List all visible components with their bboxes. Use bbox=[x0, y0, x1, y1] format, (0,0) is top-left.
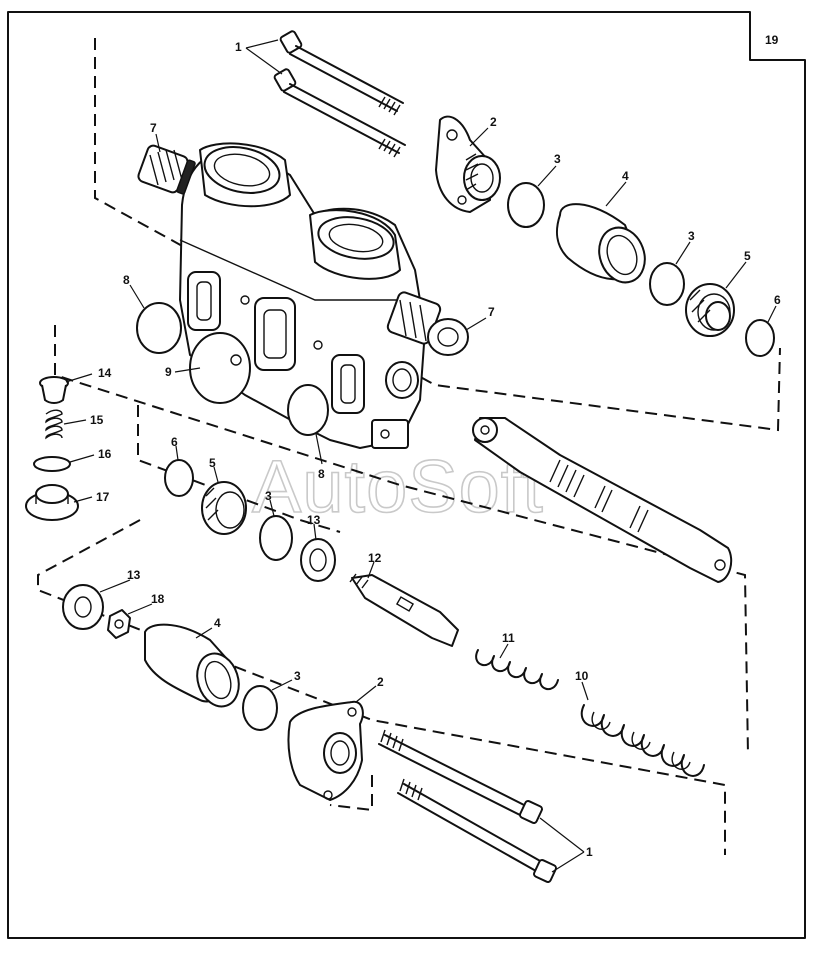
o-ring-6-mid bbox=[164, 459, 194, 497]
bolt-low-2 bbox=[397, 778, 557, 883]
fitting-5-top bbox=[685, 283, 735, 337]
o-ring-3-mid bbox=[259, 515, 293, 561]
o-ring-16 bbox=[33, 456, 71, 472]
cap-14 bbox=[39, 376, 69, 404]
flange-2-top bbox=[435, 115, 501, 213]
flange-2-low bbox=[287, 700, 364, 801]
o-ring-8-bottom bbox=[287, 384, 329, 436]
callout-8-bottom: 8 bbox=[318, 467, 325, 481]
bolt-top-1 bbox=[279, 30, 404, 116]
callout-3-a: 3 bbox=[554, 152, 561, 166]
washer-13-low bbox=[62, 584, 104, 630]
sheet-number: 19 bbox=[765, 33, 779, 47]
callout-12: 12 bbox=[368, 551, 382, 565]
leader-lines bbox=[63, 39, 777, 873]
callout-6-top: 6 bbox=[774, 293, 781, 307]
callout-18: 18 bbox=[151, 592, 165, 606]
callout-3-low: 3 bbox=[294, 669, 301, 683]
o-ring-6-top bbox=[745, 319, 775, 357]
o-ring-3-low bbox=[242, 685, 278, 731]
dashed-outline-upper bbox=[94, 38, 781, 432]
plug-7-right bbox=[386, 291, 469, 356]
callout-7-right: 7 bbox=[488, 305, 495, 319]
watermark: AutoSoft bbox=[252, 445, 544, 528]
callout-11: 11 bbox=[502, 631, 515, 645]
callout-13-low: 13 bbox=[127, 568, 141, 582]
callout-1-low: 1 bbox=[586, 845, 593, 859]
callout-1-top: 1 bbox=[235, 40, 242, 54]
o-ring-8-left bbox=[136, 302, 182, 354]
washer-13-mid bbox=[300, 538, 336, 582]
spring-15 bbox=[45, 409, 63, 440]
dashed-outline-middle bbox=[54, 325, 749, 756]
plug-17 bbox=[25, 484, 79, 521]
gasket-9-hole bbox=[230, 354, 242, 366]
callout-3-b: 3 bbox=[688, 229, 695, 243]
plug-7-left bbox=[137, 144, 196, 195]
bolt-low-1 bbox=[378, 729, 543, 824]
callout-3-mid: 3 bbox=[265, 489, 272, 503]
spring-11 bbox=[475, 649, 559, 691]
o-ring-3-second bbox=[649, 262, 685, 306]
fitting-5-mid bbox=[201, 481, 247, 535]
dashed-outline-bottom bbox=[329, 775, 373, 812]
callout-14: 14 bbox=[98, 366, 112, 380]
callout-13-mid: 13 bbox=[307, 513, 321, 527]
callout-7-left: 7 bbox=[150, 121, 157, 135]
callout-17: 17 bbox=[96, 490, 110, 504]
sleeve-4-low bbox=[144, 623, 240, 708]
callout-5-mid: 5 bbox=[209, 456, 216, 470]
o-ring-3-top bbox=[507, 182, 545, 228]
callout-4-low: 4 bbox=[214, 616, 221, 630]
callout-5-top: 5 bbox=[744, 249, 751, 263]
bolt-top-2 bbox=[273, 68, 406, 158]
spring-10 bbox=[580, 704, 705, 777]
callout-2-low: 2 bbox=[377, 675, 384, 689]
callout-4-top: 4 bbox=[622, 169, 629, 183]
gasket-9 bbox=[189, 332, 251, 404]
callout-10: 10 bbox=[575, 669, 589, 683]
stem-12 bbox=[349, 573, 459, 647]
nut-18 bbox=[107, 609, 131, 639]
callout-9: 9 bbox=[165, 365, 172, 379]
sheet-border bbox=[7, 11, 806, 939]
sleeve-4-top bbox=[555, 203, 646, 284]
callout-16: 16 bbox=[98, 447, 112, 461]
callout-6-mid: 6 bbox=[171, 435, 178, 449]
spool bbox=[472, 417, 733, 583]
callout-labels: 1 2 3 4 3 5 6 7 7 8 9 8 14 15 16 17 6 5 … bbox=[90, 40, 781, 859]
callout-15: 15 bbox=[90, 413, 104, 427]
callout-2-top: 2 bbox=[490, 115, 497, 129]
callout-8-left: 8 bbox=[123, 273, 130, 287]
